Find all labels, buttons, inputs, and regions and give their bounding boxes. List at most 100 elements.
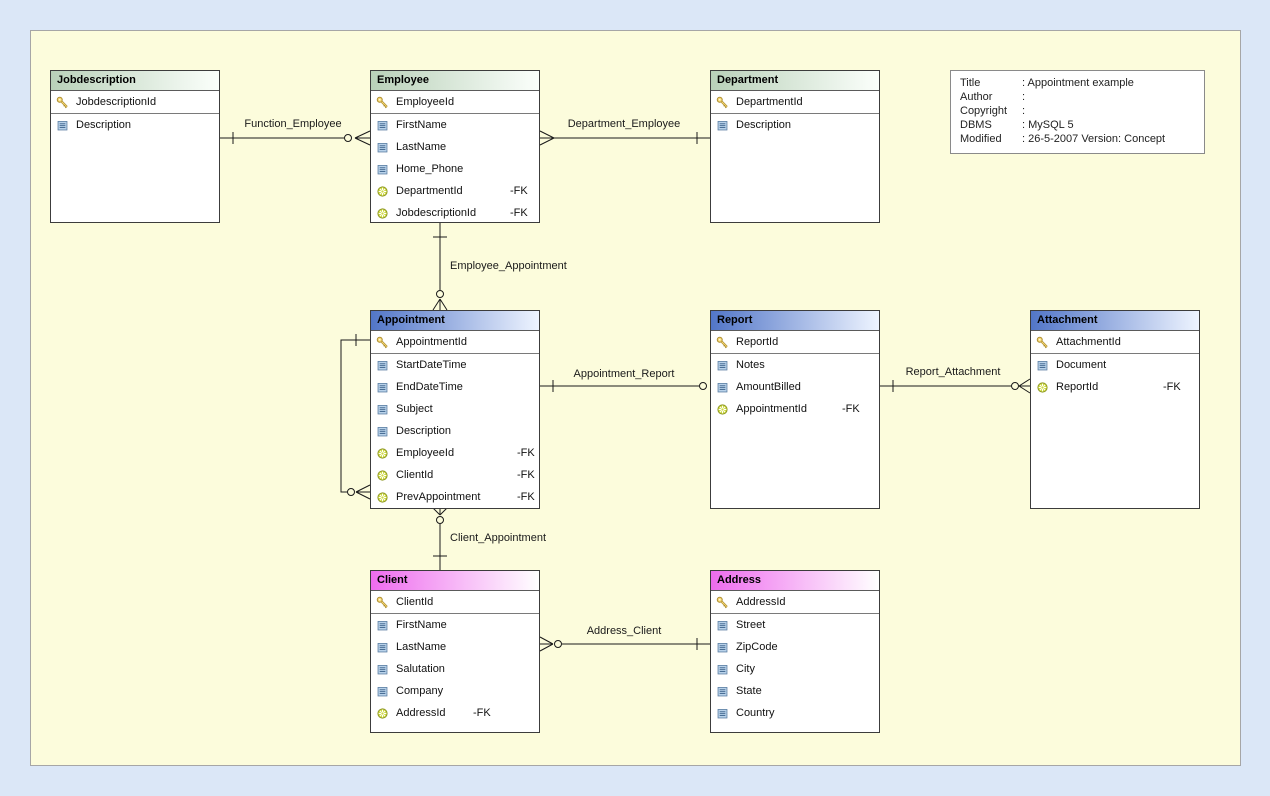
column-row[interactable]: Salutation	[371, 658, 539, 680]
relationship-label-address-client[interactable]: Address_Client	[586, 625, 662, 637]
column-row[interactable]: Home_Phone	[371, 158, 539, 180]
entity-client[interactable]: Client ClientId FirstName LastName Salut…	[370, 570, 540, 733]
column-row[interactable]: LastName	[371, 136, 539, 158]
column-row[interactable]: StartDateTime	[371, 354, 539, 376]
relationship-label-employee-appointment[interactable]: Employee_Appointment	[450, 260, 567, 272]
column-row[interactable]: Subject	[371, 398, 539, 420]
relationship-label-appointment-report[interactable]: Appointment_Report	[573, 368, 675, 380]
column-icon	[716, 119, 729, 132]
column-row[interactable]: Street	[711, 614, 879, 636]
entity-title[interactable]: Address	[711, 571, 879, 591]
column-row[interactable]: FirstName	[371, 114, 539, 136]
column-row[interactable]: Description	[371, 420, 539, 442]
column-row[interactable]: EmployeeId -FK	[371, 442, 539, 464]
column-name: DepartmentId	[396, 185, 463, 197]
column-name: EmployeeId	[396, 96, 455, 108]
column-row[interactable]: Company	[371, 680, 539, 702]
entity-title[interactable]: Attachment	[1031, 311, 1199, 331]
entity-title[interactable]: Client	[371, 571, 539, 591]
column-name: PrevAppointment	[396, 491, 481, 503]
column-name: Country	[736, 707, 775, 719]
column-name: JobdescriptionId	[396, 207, 477, 219]
column-row[interactable]: LastName	[371, 636, 539, 658]
foreign-key-icon	[376, 491, 389, 504]
column-icon	[376, 685, 389, 698]
column-row[interactable]: JobdescriptionId	[51, 91, 219, 114]
column-name: Subject	[396, 403, 433, 415]
column-row[interactable]: AppointmentId	[371, 331, 539, 354]
entity-report[interactable]: Report ReportId Notes AmountBilled Appoi…	[710, 310, 880, 509]
entity-jobdescription[interactable]: Jobdescription JobdescriptionId Descript…	[50, 70, 220, 223]
column-row[interactable]: PrevAppointment -FK	[371, 486, 539, 508]
column-row[interactable]: DepartmentId	[711, 91, 879, 114]
column-row[interactable]: Description	[711, 114, 879, 136]
column-name: Document	[1056, 359, 1107, 371]
column-row[interactable]: AmountBilled	[711, 376, 879, 398]
column-name: AppointmentId	[736, 403, 807, 415]
key-icon	[716, 336, 729, 349]
column-row[interactable]: FirstName	[371, 614, 539, 636]
column-row[interactable]: Description	[51, 114, 219, 136]
column-row[interactable]: AddressId -FK	[371, 702, 539, 724]
relationship-label-client-appointment[interactable]: Client_Appointment	[450, 532, 547, 544]
column-name: AddressId	[396, 707, 446, 719]
column-name: City	[736, 663, 755, 675]
entity-department[interactable]: Department DepartmentId Description	[710, 70, 880, 223]
relationship-label-department-employee[interactable]: Department_Employee	[567, 118, 681, 130]
entity-title[interactable]: Jobdescription	[51, 71, 219, 91]
column-name: DepartmentId	[736, 96, 803, 108]
column-row[interactable]: ClientId	[371, 591, 539, 614]
relationship-label-report-attachment[interactable]: Report_Attachment	[905, 366, 1001, 378]
column-name: LastName	[396, 641, 447, 653]
column-row[interactable]: Notes	[711, 354, 879, 376]
column-name: AmountBilled	[736, 381, 801, 393]
column-row[interactable]: ReportId	[711, 331, 879, 354]
fk-tag: -FK	[517, 469, 535, 481]
info-line: DBMS: MySQL 5	[960, 118, 1204, 132]
entity-appointment[interactable]: Appointment AppointmentId StartDateTime …	[370, 310, 540, 509]
column-row[interactable]: ClientId -FK	[371, 464, 539, 486]
column-row[interactable]: Document	[1031, 354, 1199, 376]
column-name: ClientId	[396, 596, 434, 608]
info-label: Title	[960, 77, 981, 89]
foreign-key-icon	[376, 185, 389, 198]
column-icon	[376, 425, 389, 438]
column-row[interactable]: EmployeeId	[371, 91, 539, 114]
column-icon	[376, 141, 389, 154]
key-icon	[376, 96, 389, 109]
column-row[interactable]: City	[711, 658, 879, 680]
column-row[interactable]: EndDateTime	[371, 376, 539, 398]
entity-title[interactable]: Employee	[371, 71, 539, 91]
info-sep: :	[1022, 91, 1026, 103]
fk-tag: -FK	[517, 447, 535, 459]
entity-title[interactable]: Appointment	[371, 311, 539, 331]
column-row[interactable]: AddressId	[711, 591, 879, 614]
column-name: Company	[396, 685, 444, 697]
diagram-info-box[interactable]: Title: Appointment example Author: Copyr…	[950, 70, 1205, 154]
info-sep: :	[1022, 119, 1026, 131]
column-row[interactable]: AppointmentId -FK	[711, 398, 879, 420]
entity-employee[interactable]: Employee EmployeeId FirstName LastName H…	[370, 70, 540, 223]
column-row[interactable]: State	[711, 680, 879, 702]
column-row[interactable]: ZipCode	[711, 636, 879, 658]
entity-title[interactable]: Department	[711, 71, 879, 91]
column-icon	[376, 163, 389, 176]
foreign-key-icon	[376, 447, 389, 460]
column-icon	[716, 707, 729, 720]
entity-attachment[interactable]: Attachment AttachmentId Document ReportI…	[1030, 310, 1200, 509]
entity-address[interactable]: Address AddressId Street ZipCode City St…	[710, 570, 880, 733]
info-sep: :	[1022, 105, 1026, 117]
info-label: Copyright	[960, 105, 1008, 117]
column-row[interactable]: JobdescriptionId -FK	[371, 202, 539, 224]
relationship-label-function-employee[interactable]: Function_Employee	[244, 118, 342, 130]
column-row[interactable]: Country	[711, 702, 879, 724]
info-line: Copyright:	[960, 104, 1204, 118]
column-row[interactable]: AttachmentId	[1031, 331, 1199, 354]
entity-title[interactable]: Report	[711, 311, 879, 331]
column-row[interactable]: DepartmentId -FK	[371, 180, 539, 202]
column-name: Home_Phone	[396, 163, 464, 175]
column-name: AppointmentId	[396, 336, 467, 348]
info-line: Author:	[960, 90, 1204, 104]
column-row[interactable]: ReportId -FK	[1031, 376, 1199, 398]
column-name: StartDateTime	[396, 359, 467, 371]
